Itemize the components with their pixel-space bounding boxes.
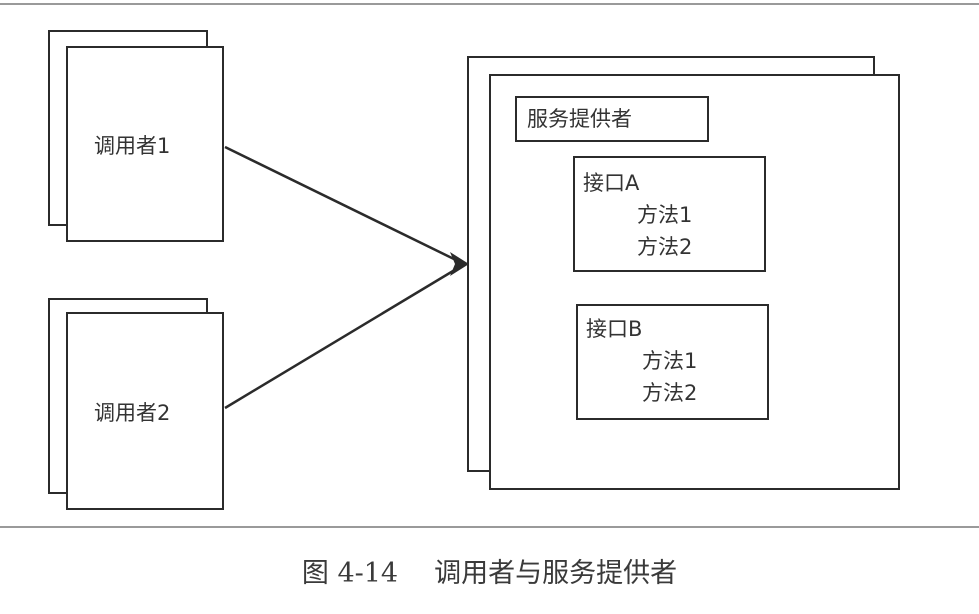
- interface-b-box: 接口B 方法1 方法2: [576, 304, 769, 420]
- interface-a-box: 接口A 方法1 方法2: [573, 156, 766, 272]
- provider-title: 服务提供者: [527, 107, 632, 131]
- caller2-label: 调用者2: [94, 401, 171, 425]
- interface-a-method-2: 方法2: [637, 235, 693, 259]
- interface-a-method-1: 方法1: [637, 203, 693, 227]
- provider-box: 服务提供者 接口A 方法1 方法2 接口B 方法1 方法2: [489, 74, 900, 490]
- bottom-rule: [0, 526, 979, 528]
- figure-caption: 图 4-14 调用者与服务提供者: [0, 556, 979, 592]
- caller2-box: 调用者2: [66, 312, 224, 510]
- top-rule: [0, 3, 979, 5]
- provider-title-box: 服务提供者: [515, 96, 709, 142]
- interface-b-method-2: 方法2: [642, 381, 698, 405]
- caller1-to-provider-arrow: [224, 145, 459, 263]
- caption-number: 图 4-14: [301, 558, 399, 589]
- interface-a-name: 接口A: [583, 171, 640, 195]
- interface-b-method-1: 方法1: [642, 349, 698, 373]
- caption-text: 调用者与服务提供者: [434, 558, 678, 589]
- caller1-label: 调用者1: [94, 134, 171, 158]
- interface-b-name: 接口B: [586, 317, 643, 341]
- caller1-box: 调用者1: [66, 46, 224, 242]
- caller2-to-provider-arrow: [224, 266, 459, 410]
